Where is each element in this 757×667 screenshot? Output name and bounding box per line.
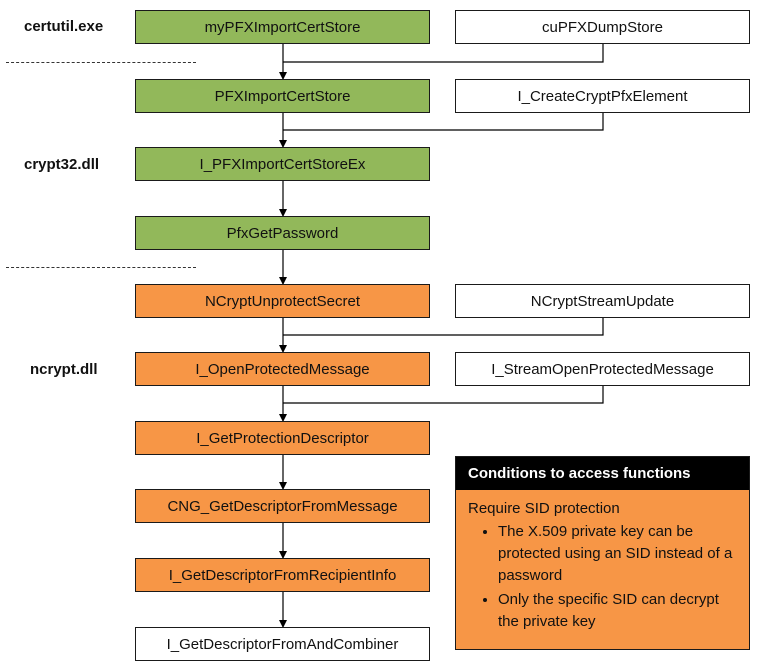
conditions-bullet: The X.509 private key can be protected u… [498, 521, 737, 587]
connector-merge [283, 317, 604, 336]
node-PFXImportCertStore: PFXImportCertStore [135, 79, 430, 113]
node-NCryptStreamUpdate: NCryptStreamUpdate [455, 284, 750, 318]
node-cuPFXDumpStore: cuPFXDumpStore [455, 10, 750, 44]
node-I_GetDescriptorFromAndCombiner: I_GetDescriptorFromAndCombiner [135, 627, 430, 661]
node-I_StreamOpenProtectedMessage: I_StreamOpenProtectedMessage [455, 352, 750, 386]
node-I_OpenProtectedMessage: I_OpenProtectedMessage [135, 352, 430, 386]
node-I_CreateCryptPfxElement: I_CreateCryptPfxElement [455, 79, 750, 113]
module-divider [6, 62, 196, 63]
node-CNG_GetDescriptorFromMessage: CNG_GetDescriptorFromMessage [135, 489, 430, 523]
conditions-subtitle: Require SID protection [468, 500, 620, 517]
node-NCryptUnprotectSecret: NCryptUnprotectSecret [135, 284, 430, 318]
node-I_GetProtectionDescriptor: I_GetProtectionDescriptor [135, 421, 430, 455]
node-I_PFXImportCertStoreEx: I_PFXImportCertStoreEx [135, 147, 430, 181]
conditions-list: The X.509 private key can be protected u… [456, 521, 749, 633]
connector-merge [283, 112, 604, 131]
conditions-panel: Conditions to access functions Require S… [455, 456, 750, 650]
module-divider [6, 267, 196, 268]
module-label-certutil: certutil.exe [24, 18, 104, 35]
connector-merge [283, 44, 604, 63]
node-PfxGetPassword: PfxGetPassword [135, 216, 430, 250]
node-myPFXImportCertStore: myPFXImportCertStore [135, 10, 430, 44]
conditions-bullet: Only the specific SID can decrypt the pr… [498, 589, 737, 633]
node-I_GetDescriptorFromRecipientInfo: I_GetDescriptorFromRecipientInfo [135, 558, 430, 592]
conditions-title: Conditions to access functions [456, 457, 749, 490]
connector-merge [283, 386, 604, 404]
module-label-ncrypt: ncrypt.dll [30, 361, 98, 378]
module-label-crypt32: crypt32.dll [24, 156, 100, 173]
